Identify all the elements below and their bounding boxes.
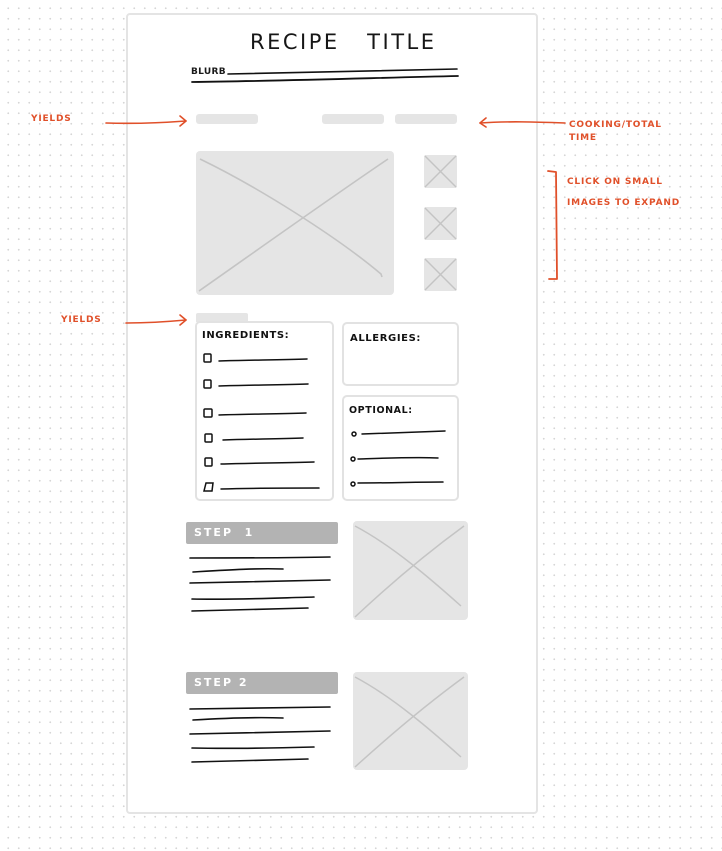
thumbnail-2[interactable] bbox=[424, 207, 457, 240]
recipe-title: RECIPE TITLE bbox=[250, 30, 437, 54]
thumbnail-1[interactable] bbox=[424, 155, 457, 188]
image-placeholder-icon bbox=[354, 676, 465, 768]
step-2-image[interactable] bbox=[353, 672, 468, 770]
annotation-gallery-line1: CLICK ON SMALL bbox=[567, 177, 663, 187]
step-1-image[interactable] bbox=[353, 521, 468, 620]
ingredients-card: INGREDIENTS: bbox=[195, 321, 334, 501]
optional-card: OPTIONAL: bbox=[342, 395, 459, 501]
annotation-cooking-total: COOKING/TOTAL TIME bbox=[569, 119, 662, 145]
step-1-header: STEP 1 bbox=[186, 522, 338, 544]
annotation-cooking-total-line1: COOKING/TOTAL bbox=[569, 120, 662, 130]
image-placeholder-icon bbox=[198, 158, 389, 292]
checkbox-icon bbox=[203, 482, 214, 492]
image-placeholder-icon bbox=[424, 258, 457, 291]
annotation-gallery-line2: IMAGES TO EXPAND bbox=[567, 198, 680, 208]
bracket-icon bbox=[547, 170, 558, 280]
step-2-text bbox=[189, 706, 331, 763]
ingredients-label: INGREDIENTS: bbox=[202, 330, 290, 341]
image-placeholder-icon bbox=[354, 525, 465, 618]
allergies-label: ALLERGIES: bbox=[350, 333, 421, 344]
yields-placeholder bbox=[196, 114, 258, 124]
step-2-label: STEP 2 bbox=[194, 676, 249, 689]
bullet-icon bbox=[350, 481, 356, 487]
optional-list bbox=[350, 430, 446, 487]
ingredients-list bbox=[203, 353, 320, 492]
checkbox-icon bbox=[204, 457, 213, 467]
arrow-right-icon bbox=[125, 314, 187, 326]
bullet-icon bbox=[351, 431, 357, 437]
servings-placeholder bbox=[196, 313, 248, 322]
annotation-yields-top: YIELDS bbox=[31, 114, 72, 124]
main-image-placeholder[interactable] bbox=[196, 151, 394, 295]
arrow-left-icon bbox=[479, 117, 566, 128]
step-2-header: STEP 2 bbox=[186, 672, 338, 694]
step-1-text bbox=[189, 556, 331, 612]
blurb-label: BLURB bbox=[191, 67, 226, 77]
checkbox-icon bbox=[203, 408, 213, 418]
annotation-yields-bottom: YIELDS bbox=[61, 315, 102, 325]
total-time-placeholder bbox=[395, 114, 457, 124]
step-1-label: STEP 1 bbox=[194, 526, 255, 539]
checkbox-icon bbox=[203, 353, 212, 363]
cooking-time-placeholder bbox=[322, 114, 384, 124]
checkbox-icon bbox=[203, 379, 212, 389]
checkbox-icon bbox=[204, 433, 213, 443]
image-placeholder-icon bbox=[424, 155, 457, 188]
annotation-cooking-total-line2: TIME bbox=[569, 133, 597, 143]
image-placeholder-icon bbox=[424, 207, 457, 240]
allergies-card: ALLERGIES: bbox=[342, 322, 459, 386]
thumbnail-3[interactable] bbox=[424, 258, 457, 291]
optional-label: OPTIONAL: bbox=[349, 405, 413, 416]
bullet-icon bbox=[350, 456, 356, 462]
blurb-lines bbox=[191, 68, 459, 83]
arrow-right-icon bbox=[105, 115, 187, 127]
